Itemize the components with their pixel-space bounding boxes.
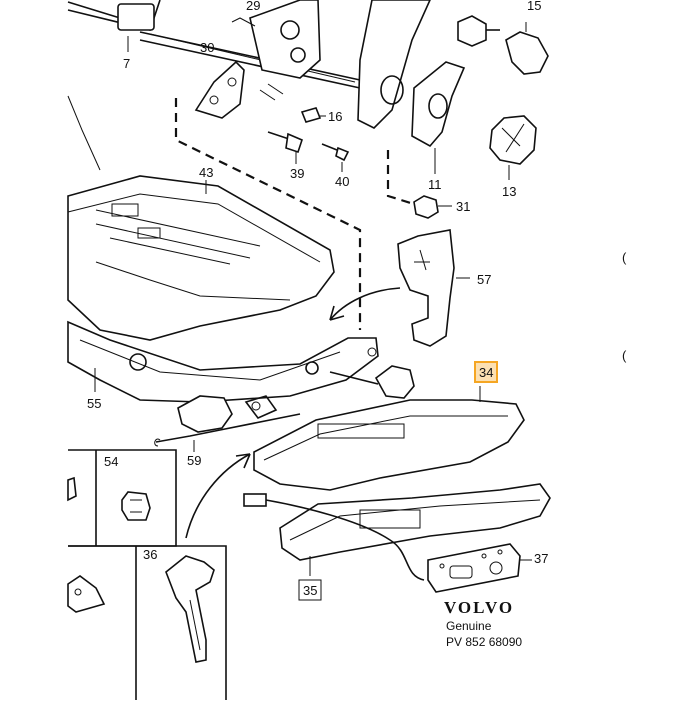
genuine-label: Genuine	[446, 619, 492, 633]
brand-logo: VOLVO	[444, 598, 514, 617]
adjuster-and-spring	[154, 395, 301, 452]
backrest-frame	[357, 0, 549, 219]
brand-footer: VOLVO Genuine PV 852 68090	[444, 598, 522, 649]
arrow-cover-assembly	[185, 453, 251, 539]
callout-40: 40	[335, 174, 349, 189]
callout-15: 15	[527, 0, 541, 13]
seat-rail-mechanism	[67, 0, 361, 119]
callout-7: 7	[123, 56, 130, 71]
callout-37: 37	[534, 551, 548, 566]
callout-36: 36	[143, 547, 157, 562]
callout-34: 34	[479, 365, 493, 380]
callout-30: 30	[200, 40, 214, 55]
callout-11: 11	[428, 177, 442, 192]
callout-box-35	[298, 579, 322, 601]
callout-13: 13	[502, 184, 516, 199]
arrow-bracket-to-seat	[329, 287, 401, 321]
callout-57: 57	[477, 272, 491, 287]
callout-59: 59	[187, 453, 201, 468]
callout-55: 55	[87, 396, 101, 411]
detail-insets	[67, 449, 227, 700]
callout-39: 39	[290, 166, 304, 181]
screws	[267, 107, 350, 172]
callout-16: 16	[328, 109, 342, 124]
edge-mark-1: (	[622, 250, 627, 265]
callout-43: 43	[199, 165, 213, 180]
callout-54: 54	[104, 454, 118, 469]
callout-35: 35	[303, 583, 317, 598]
arrow-bracket-head	[329, 305, 345, 321]
part-number: PV 852 68090	[446, 635, 522, 649]
highlight-box-34	[474, 361, 498, 383]
bracket	[397, 229, 470, 347]
arrow-cover-head	[235, 453, 251, 469]
callout-31: 31	[456, 199, 470, 214]
switch-panel	[427, 543, 532, 593]
seat-cushion	[67, 95, 335, 341]
seat-base-rail	[67, 320, 415, 403]
callout-29: 29	[246, 0, 260, 13]
assembly-guide-line	[174, 98, 362, 330]
lower-cover	[243, 483, 551, 581]
side-cover	[253, 386, 525, 491]
edge-mark-2: (	[622, 348, 627, 363]
callout-labels: 7 29 30 15 16 39 40 43 11 13 31 57 34 55…	[87, 0, 548, 601]
